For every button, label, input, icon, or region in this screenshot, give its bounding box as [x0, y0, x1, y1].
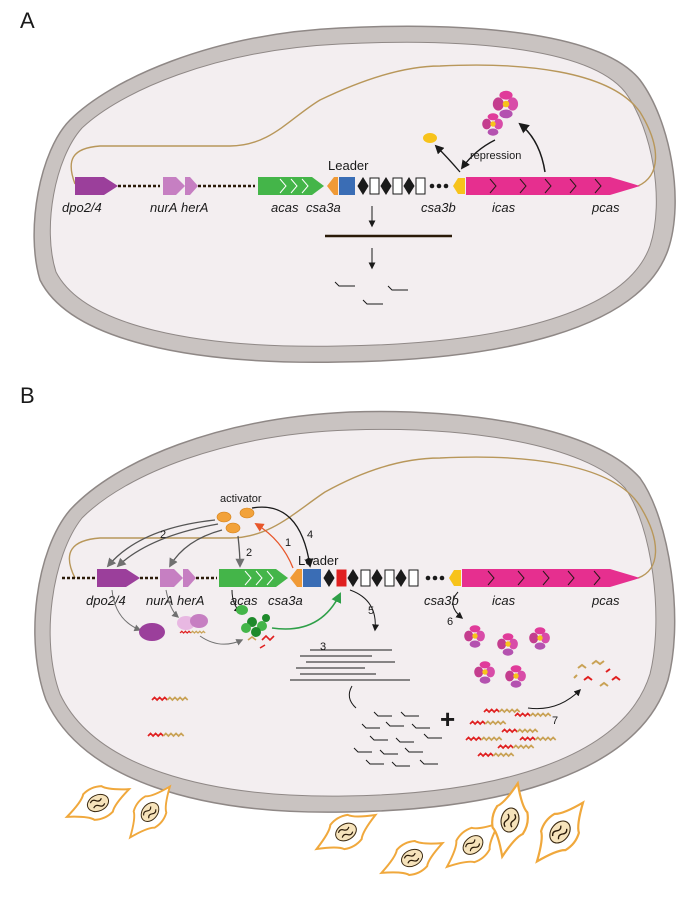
arrow-dpo-to-protein-b — [111, 589, 142, 632]
step-2-label-b2: 2 — [160, 529, 166, 541]
acas-chevrons-a — [279, 178, 309, 194]
gene-label-acas-a: acas — [271, 200, 299, 215]
gene-label-csa3a-a: csa3a — [306, 200, 341, 215]
arrow-step6-b — [452, 591, 464, 619]
ellipsis-dots-a — [429, 183, 449, 189]
acas-chevrons-b — [244, 570, 274, 586]
gene-label-her-b: herA — [177, 593, 204, 608]
dpo-gene-a — [75, 177, 118, 195]
step-3-label-b: 3 — [320, 641, 326, 653]
icas-chevrons-a — [489, 178, 602, 194]
plus-sign-b: + — [440, 704, 455, 734]
activator-label-b: activator — [220, 493, 262, 505]
arrow-step1-b — [254, 523, 294, 569]
arrow-nucleases-to-adaptation-b — [199, 635, 244, 646]
leader-label-a: Leader — [328, 158, 369, 173]
dpo-gene-b — [97, 569, 140, 587]
step-5-label-b: 5 — [368, 605, 374, 617]
arrow-step2-nur-b — [169, 529, 223, 568]
arrow-step2-dpo2-b — [116, 523, 219, 568]
virus-1 — [59, 773, 137, 833]
arrow-step3-b — [271, 592, 342, 630]
panel-b-label: B — [20, 383, 35, 408]
spacer-fragments-b2 — [247, 636, 257, 641]
csa3a-activators-b — [216, 507, 255, 534]
mature-crrna-a — [334, 281, 408, 305]
arrow-step7-b — [527, 689, 581, 710]
ellipsis-dots-b — [425, 575, 445, 581]
chromosome-b — [68, 456, 657, 579]
panel-a-label: A — [20, 8, 35, 33]
arrow-processing-b — [348, 685, 357, 709]
chromosome-a — [70, 64, 657, 187]
virus-4 — [373, 827, 451, 889]
gene-label-pcas-a: pcas — [591, 200, 620, 215]
arrow-step2-dpo-b — [106, 519, 216, 568]
arrow-icas-to-complex-a — [518, 122, 546, 173]
crispr-array-a — [357, 177, 426, 195]
leader-box-b — [303, 569, 321, 587]
icas-chevrons-b — [487, 570, 601, 586]
mature-crrna-b — [353, 711, 442, 767]
step-6-label-b: 6 — [447, 616, 453, 628]
gene-row-a — [75, 177, 640, 195]
icas-pcas-gene-a — [466, 177, 640, 195]
arrow-csa3b-to-protein-a — [434, 144, 461, 173]
csa3b-gene-a — [453, 178, 465, 194]
repression-label-a: repression — [470, 150, 521, 162]
dpo-protein-b — [139, 623, 165, 641]
gene-label-icas-b: icas — [492, 593, 516, 608]
her-gene-b — [183, 569, 196, 587]
csa3b-repressor-a — [423, 90, 546, 173]
gene-label-her-a: herA — [181, 200, 208, 215]
gene-label-dpo-b: dpo2/4 — [86, 593, 126, 608]
gene-label-icas-a: icas — [492, 200, 516, 215]
gene-label-acas-b: acas — [230, 593, 258, 608]
gene-row-b — [62, 569, 640, 587]
arrow-step5-b — [349, 589, 380, 632]
transcripts-b — [290, 649, 410, 681]
acas-gene-a — [258, 177, 324, 195]
nur-gene-a — [163, 177, 185, 195]
gene-label-nur-a: nurA — [150, 200, 177, 215]
step-2-label-b1: 2 — [246, 547, 252, 559]
leader-box-a — [339, 177, 355, 195]
acas-gene-b — [219, 569, 288, 587]
nur-gene-b — [160, 569, 183, 587]
arrow-nur-to-protein-b — [165, 589, 180, 618]
gene-label-nur-b: nurA — [146, 593, 173, 608]
panel-b-cell — [34, 410, 676, 813]
repression-line-a — [460, 139, 496, 170]
csa3a-gene-b — [290, 569, 302, 587]
gene-label-csa3b-a: csa3b — [421, 200, 456, 215]
cytoplasm-b — [49, 428, 657, 797]
step-4-label-b: 4 — [307, 529, 313, 541]
adaptation-complex-b — [236, 605, 270, 637]
step-7-label-b: 7 — [552, 715, 558, 727]
gene-label-csa3a-b: csa3a — [268, 593, 303, 608]
step-1-label-b: 1 — [285, 537, 291, 549]
her-gene-a — [185, 177, 198, 195]
gene-label-dpo-a: dpo2/4 — [62, 200, 102, 215]
degraded-dna-b — [573, 659, 621, 687]
csa3b-gene-b — [449, 570, 461, 586]
csa3a-gene-a — [327, 177, 338, 195]
crispr-array-b — [323, 569, 419, 587]
her-protein-b — [190, 614, 208, 628]
arrow-step2-acas-b — [235, 535, 245, 568]
gene-label-pcas-b: pcas — [591, 593, 620, 608]
virus-7 — [522, 790, 598, 874]
leader-label-b: Leader — [298, 553, 339, 568]
csa3b-protein-a — [423, 133, 437, 143]
spacer-fragments-b — [259, 634, 275, 649]
gene-label-csa3b-b: csa3b — [424, 593, 459, 608]
arrow-step4-b — [251, 506, 314, 568]
